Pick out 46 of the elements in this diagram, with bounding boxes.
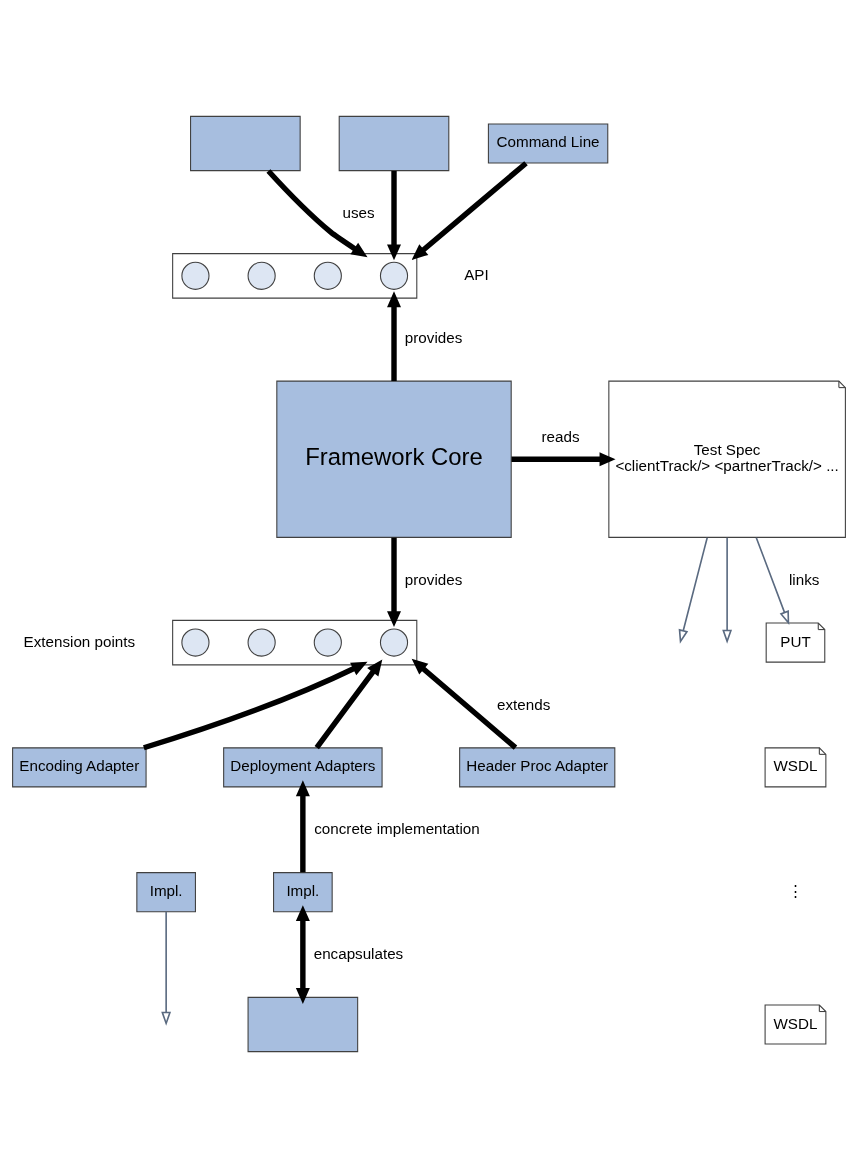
node-circle [181,628,210,657]
node-circle [379,261,409,290]
arrow [387,291,401,382]
node-circle [379,628,409,657]
node-box: Command Line [487,123,609,164]
node-box: Impl. [136,872,196,913]
edge-label: encapsulates [313,945,404,963]
arrow [678,536,708,644]
arrow [143,661,368,751]
node-circle [247,628,276,657]
node-box: Encoding Adapter [12,747,147,788]
cluster [172,253,418,299]
node-label: Extension points [23,632,136,650]
edge-label: concrete implementation [314,820,480,838]
node-box [338,115,450,172]
cluster [172,619,418,666]
node-circle [247,261,276,290]
arrow [387,170,401,261]
node-circle [313,628,342,657]
edge-label: provides [404,570,463,588]
arrow [722,536,733,644]
node-box: Deployment Adapters [223,747,383,788]
edge-label: provides [404,328,463,346]
arrow [387,537,401,628]
arrow [411,658,518,750]
node-label: API [464,265,489,283]
arrow [295,780,310,873]
node-box: Impl. [273,872,333,913]
node-box [190,115,301,172]
edge-label: extends [497,695,551,713]
arrow [161,911,172,1026]
arrow [511,452,616,467]
edge-label: reads [541,427,580,445]
arrow [266,169,368,258]
arrow [295,905,310,1004]
arrow [411,161,528,260]
arrow [755,536,790,626]
node-box [247,996,359,1053]
node-circle [313,261,342,290]
node-box: Framework Core [276,380,512,538]
node-box: Header Proc Adapter [459,747,616,788]
label: ⋮ [787,882,803,900]
edge-label: uses [342,204,375,222]
edge-label: links [788,570,820,588]
arrow [314,659,383,750]
node-circle [181,261,210,290]
